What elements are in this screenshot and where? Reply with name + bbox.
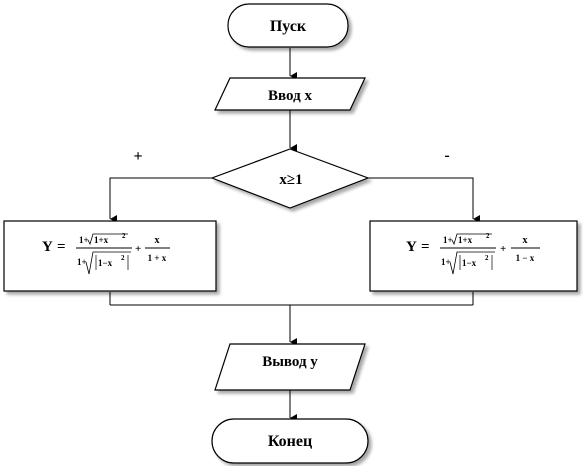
formula-left-x: x [155,235,160,246]
formula-left-num-rad: 1+x [94,235,109,245]
formula-right-num: 1+ [443,235,453,245]
formula-right-lhs: Y [406,239,417,255]
start-node: Пуск [227,3,349,48]
output-node: Вывод у [214,343,366,391]
formula-left: Y = 1+ 1+x 2 1+ 1−x 2 + x 1 + x [42,232,170,275]
process-left-node: Y = 1+ 1+x 2 1+ 1−x 2 + x 1 + x [3,220,217,292]
formula-right: Y = 1+ 1+x 2 1+ 1−x 2 + x 1 − x [406,232,540,275]
formula-left-num-exp: 2 [122,232,126,240]
end-node: Конец [211,418,369,464]
formula-right-den: 1+ [441,257,451,267]
input-label: Ввод х [268,88,312,104]
formula-left-num-radical [87,233,128,246]
condition-label: х≥1 [279,172,302,188]
formula-right-den-rad: 1−x [462,258,477,268]
process-right-node: Y = 1+ 1+x 2 1+ 1−x 2 + x 1 − x [369,220,578,292]
formula-left-den-radical [85,251,131,275]
formula-right-eq: = [421,239,430,255]
formula-left-plus: + [135,243,141,255]
formula-right-plus: + [500,243,506,255]
formula-right-x: x [523,235,528,246]
arrow-condition-no-branch [368,177,480,223]
formula-right-den-exp: 2 [485,254,489,262]
formula-left-den-rad: 1−x [98,258,113,268]
input-node: Ввод х [214,77,366,111]
formula-left-den: 1+ [77,257,87,267]
end-label: Конец [268,433,312,450]
formula-right-frac-den: 1 − x [516,253,535,263]
formula-left-den-exp: 2 [121,254,125,262]
branch-yes-label: + [133,148,142,165]
formula-left-frac-den: 1 + x [148,253,167,263]
start-label: Пуск [270,18,307,35]
arrow-condition-yes-branch [109,177,212,223]
formula-left-eq: = [57,239,66,255]
formula-right-den-radical [449,251,495,275]
formula-left-num: 1+ [79,235,89,245]
output-label: Вывод у [262,354,318,370]
formula-right-num-rad: 1+x [458,235,473,245]
condition-node: х≥1 [210,148,370,209]
formula-right-num-radical [451,233,492,246]
connectors [109,48,480,422]
branch-no-label: - [444,147,449,164]
formula-right-num-exp: 2 [486,232,490,240]
formula-left-lhs: Y [42,239,53,255]
